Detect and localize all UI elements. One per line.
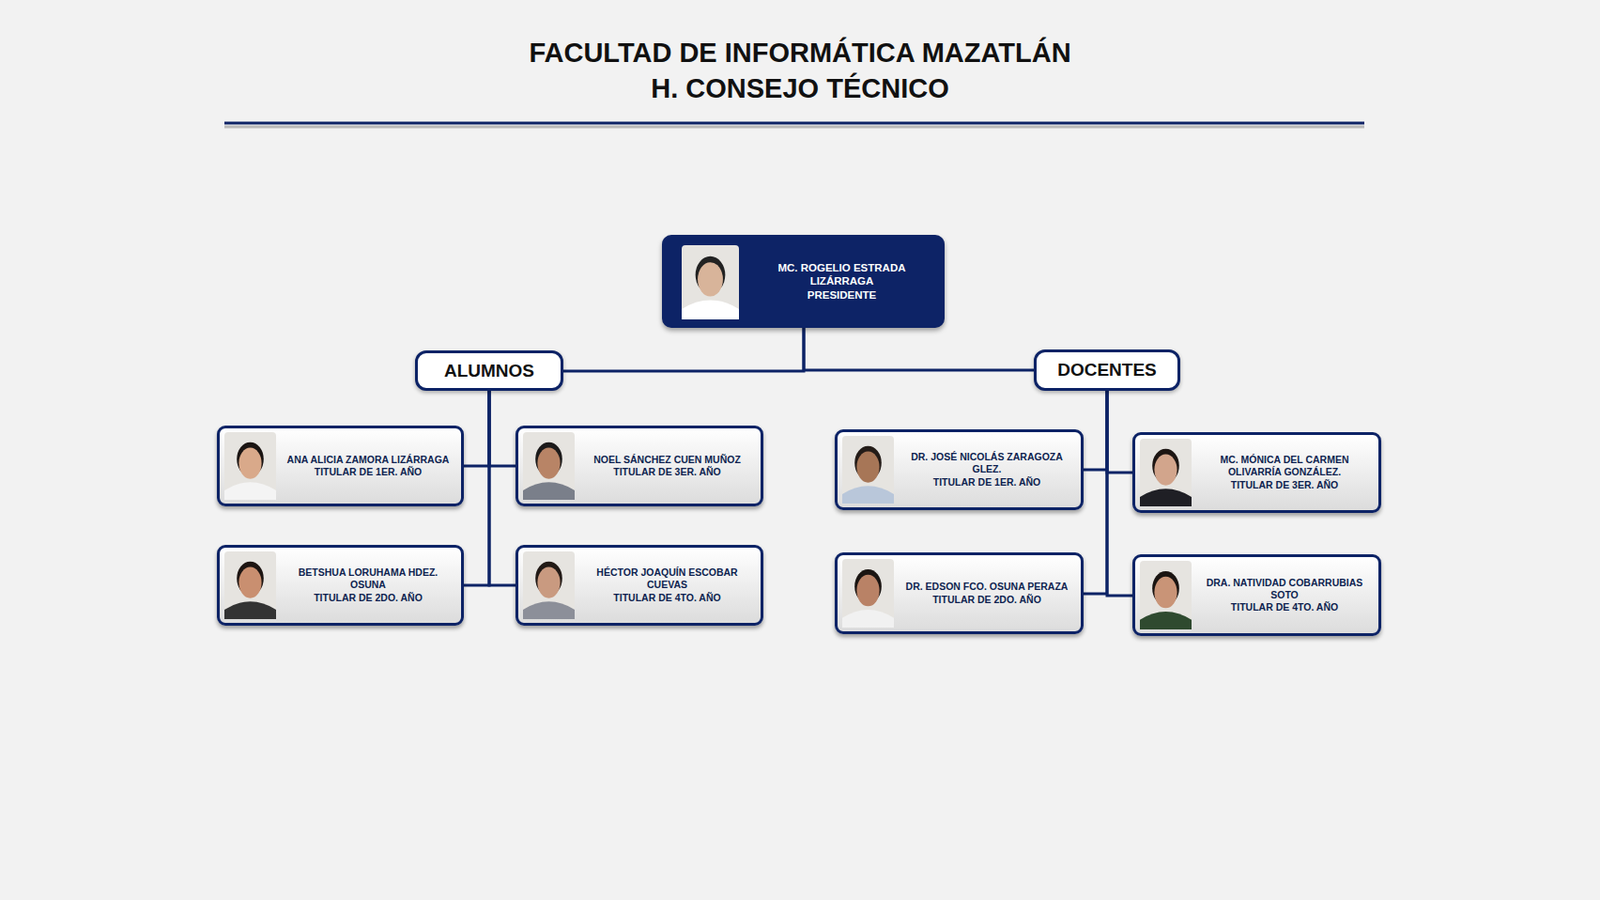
org-connector xyxy=(563,327,804,371)
photo-face xyxy=(1153,454,1177,486)
portrait-photo xyxy=(523,431,575,500)
member-name: DR. EDSON FCO. OSUNA PERAZA xyxy=(897,580,1077,593)
photo-face xyxy=(537,567,560,599)
photo-shoulders xyxy=(681,299,739,320)
org-connector xyxy=(1107,390,1133,596)
text-holder: MC. ROGELIO ESTRADA LIZÁRRAGAPRESIDENTE xyxy=(746,234,938,328)
member-role: TITULAR DE 2DO. AÑO xyxy=(279,591,457,604)
member-role: TITULAR DE 3ER. AÑO xyxy=(578,465,756,478)
member-name: MC. ROGELIO ESTRADA LIZÁRRAGA xyxy=(746,261,938,289)
member-name: NOEL SÁNCHEZ CUEN MUÑOZ xyxy=(578,453,756,466)
photo-face xyxy=(238,447,262,479)
member-name: HÉCTOR JOAQUÍN ESCOBAR CUEVAS xyxy=(578,566,756,591)
member-role: TITULAR DE 2DO. AÑO xyxy=(897,593,1077,606)
member-name: DOCENTES xyxy=(1040,359,1174,381)
member-box: DR. JOSÉ NICOLÁS ZARAGOZA GLEZ.TITULAR D… xyxy=(834,429,1084,510)
text-holder: NOEL SÁNCHEZ CUEN MUÑOZTITULAR DE 3ER. A… xyxy=(578,428,756,504)
photo-ground xyxy=(842,435,894,504)
member-name: BETSHUA LORUHAMA HDEZ. OSUNA xyxy=(279,566,457,591)
photo-face xyxy=(238,567,262,599)
portrait-photo xyxy=(842,558,894,628)
page-subtitle: H. CONSEJO TÉCNICO xyxy=(0,73,1600,105)
member-role: TITULAR DE 1ER. AÑO xyxy=(897,476,1077,489)
member-box: NOEL SÁNCHEZ CUEN MUÑOZTITULAR DE 3ER. A… xyxy=(515,425,764,507)
org-connector xyxy=(803,327,1034,370)
member-name: ALUMNOS xyxy=(421,360,557,382)
photo-shoulders xyxy=(224,600,277,619)
photo-shoulders xyxy=(842,609,894,628)
photo-ground xyxy=(1139,438,1192,507)
member-role: PRESIDENTE xyxy=(746,288,938,302)
president-box: MC. ROGELIO ESTRADA LIZÁRRAGAPRESIDENTE xyxy=(661,234,945,328)
photo-face xyxy=(856,451,879,483)
photo-ground xyxy=(842,558,894,628)
portrait-photo xyxy=(1139,560,1192,630)
photo-face xyxy=(1153,576,1177,609)
portrait-photo xyxy=(224,551,277,619)
text-holder: DOCENTES xyxy=(1040,352,1174,388)
text-holder: DR. JOSÉ NICOLÁS ZARAGOZA GLEZ.TITULAR D… xyxy=(897,431,1077,508)
photo-ground xyxy=(224,551,277,619)
text-holder: ALUMNOS xyxy=(421,353,557,388)
photo-shoulders xyxy=(523,600,575,619)
member-role: TITULAR DE 4TO. AÑO xyxy=(578,591,756,604)
photo-face xyxy=(697,261,724,296)
org-connector xyxy=(1107,390,1133,473)
portrait-photo xyxy=(523,551,575,619)
org-connector xyxy=(489,390,516,466)
member-role: TITULAR DE 4TO. AÑO xyxy=(1195,600,1374,614)
org-connector xyxy=(1083,390,1108,594)
photo-ground xyxy=(523,431,575,500)
member-name: MC. MÓNICA DEL CARMEN OLIVARRÍA GONZÁLEZ… xyxy=(1195,453,1374,478)
portrait-photo xyxy=(224,431,277,500)
text-holder: MC. MÓNICA DEL CARMEN OLIVARRÍA GONZÁLEZ… xyxy=(1195,434,1374,510)
portrait-photo xyxy=(842,435,894,504)
member-box: DRA. NATIVIDAD COBARRUBIAS SOTOTITULAR D… xyxy=(1132,553,1382,636)
text-holder: DR. EDSON FCO. OSUNA PERAZATITULAR DE 2D… xyxy=(897,554,1077,631)
group-header-box: DOCENTES xyxy=(1033,349,1181,391)
member-box: MC. MÓNICA DEL CARMEN OLIVARRÍA GONZÁLEZ… xyxy=(1132,431,1382,513)
org-connector xyxy=(489,390,516,585)
member-role: TITULAR DE 3ER. AÑO xyxy=(1195,478,1374,492)
photo-ground xyxy=(523,551,575,619)
photo-shoulders xyxy=(1139,488,1192,507)
member-box: HÉCTOR JOAQUÍN ESCOBAR CUEVASTITULAR DE … xyxy=(515,544,764,626)
photo-face xyxy=(537,447,560,479)
text-holder: HÉCTOR JOAQUÍN ESCOBAR CUEVASTITULAR DE … xyxy=(578,547,756,623)
text-holder: DRA. NATIVIDAD COBARRUBIAS SOTOTITULAR D… xyxy=(1195,556,1374,633)
portrait-photo xyxy=(1139,438,1192,507)
photo-ground xyxy=(224,431,277,500)
photo-shoulders xyxy=(842,485,894,504)
photo-shoulders xyxy=(224,481,277,500)
member-name: DRA. NATIVIDAD COBARRUBIAS SOTO xyxy=(1195,576,1374,601)
photo-ground xyxy=(1139,560,1192,630)
photo-face xyxy=(856,574,879,607)
rule-shadow xyxy=(224,125,1365,129)
org-connector xyxy=(463,390,490,466)
portrait-photo xyxy=(681,245,739,320)
member-box: ANA ALICIA ZAMORA LIZÁRRAGATITULAR DE 1E… xyxy=(216,425,464,507)
text-holder: ANA ALICIA ZAMORA LIZÁRRAGATITULAR DE 1E… xyxy=(279,428,457,504)
member-role: TITULAR DE 1ER. AÑO xyxy=(279,465,457,478)
member-box: DR. EDSON FCO. OSUNA PERAZATITULAR DE 2D… xyxy=(834,552,1084,634)
org-connector xyxy=(463,390,490,585)
group-header-box: ALUMNOS xyxy=(415,350,564,391)
member-name: DR. JOSÉ NICOLÁS ZARAGOZA GLEZ. xyxy=(897,450,1077,476)
org-connector xyxy=(1083,390,1108,470)
photo-ground xyxy=(681,245,739,320)
member-box: BETSHUA LORUHAMA HDEZ. OSUNATITULAR DE 2… xyxy=(216,544,464,626)
photo-shoulders xyxy=(1139,611,1192,630)
text-holder: BETSHUA LORUHAMA HDEZ. OSUNATITULAR DE 2… xyxy=(279,547,457,623)
member-name: ANA ALICIA ZAMORA LIZÁRRAGA xyxy=(279,453,457,466)
header-rule xyxy=(224,122,1365,125)
page-title: FACULTAD DE INFORMÁTICA MAZATLÁN xyxy=(0,37,1600,69)
photo-shoulders xyxy=(523,481,575,500)
